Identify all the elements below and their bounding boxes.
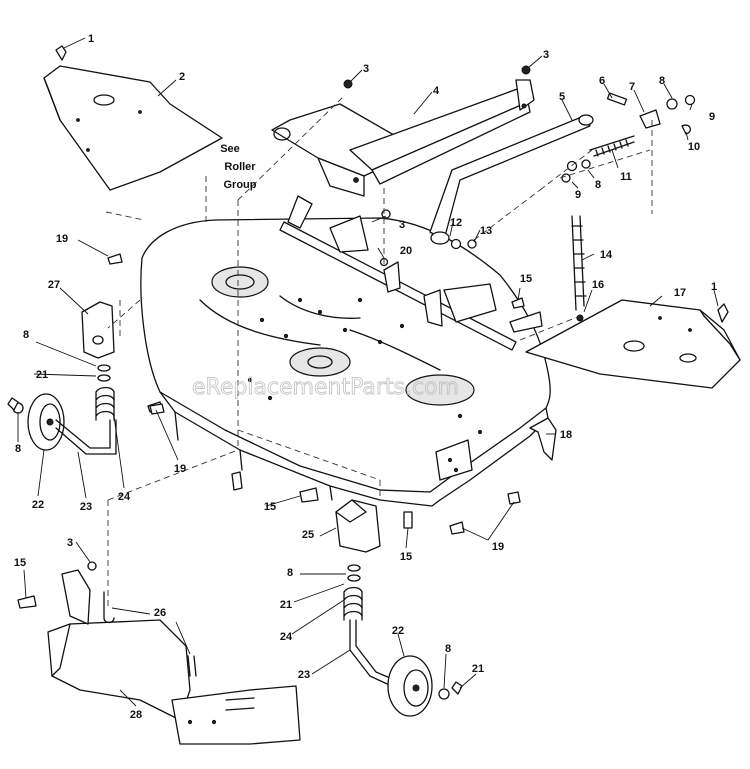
callout-9: 9 (709, 111, 715, 123)
callout-19: 19 (492, 541, 504, 553)
note-line-see: See (220, 143, 240, 155)
callout-8: 8 (445, 643, 451, 655)
callout-19: 19 (174, 463, 186, 475)
deck-fasteners (149, 403, 521, 535)
callout-1: 1 (88, 33, 94, 45)
note-line-group: Group (224, 179, 257, 191)
leader-lines (17, 37, 719, 707)
callout-25: 25 (302, 529, 314, 541)
callout-17: 17 (674, 287, 686, 299)
callout-16: 16 (592, 279, 604, 291)
callout-7: 7 (629, 81, 635, 93)
caster-left (7, 301, 117, 455)
mower-deck (140, 217, 557, 507)
callout-8: 8 (287, 567, 293, 579)
callout-21: 21 (280, 599, 292, 611)
callout-18: 18 (560, 429, 572, 441)
callout-8: 8 (15, 443, 21, 455)
callout-1: 1 (711, 281, 717, 293)
callout-23: 23 (298, 669, 310, 681)
callout-19: 19 (56, 233, 68, 245)
callout-15: 15 (264, 501, 276, 513)
belt-cover-right (525, 299, 741, 389)
callout-9: 9 (575, 189, 581, 201)
callout-26: 26 (154, 607, 166, 619)
callout-22: 22 (32, 499, 44, 511)
callout-22: 22 (392, 625, 404, 637)
callout-10: 10 (688, 141, 700, 153)
callout-labels: 1 2 3 3 4 5 6 7 8 9 10 9 8 11 3 12 13 20… (14, 33, 717, 721)
callout-3: 3 (543, 49, 549, 61)
callout-21: 21 (472, 663, 484, 675)
callout-15: 15 (520, 273, 532, 285)
callout-2: 2 (179, 71, 185, 83)
callout-24: 24 (280, 631, 293, 643)
callout-15: 15 (14, 557, 26, 569)
callout-3: 3 (67, 537, 73, 549)
watermark-text: eReplacementParts.com (192, 375, 459, 400)
callout-11: 11 (620, 171, 632, 183)
callout-27: 27 (48, 279, 60, 291)
note-line-roller: Roller (224, 161, 256, 173)
callout-15: 15 (400, 551, 412, 563)
caster-right (335, 499, 463, 717)
callout-21: 21 (36, 369, 48, 381)
callout-3: 3 (399, 219, 405, 231)
alignment-lines (105, 95, 653, 610)
callout-3: 3 (363, 63, 369, 75)
deck-skirt (17, 561, 301, 745)
callout-28: 28 (130, 709, 142, 721)
callout-5: 5 (559, 91, 565, 103)
callout-23: 23 (80, 501, 92, 513)
callout-6: 6 (599, 75, 605, 87)
callout-14: 14 (600, 249, 613, 261)
callout-24: 24 (118, 491, 131, 503)
lift-arm (429, 114, 594, 245)
callout-8: 8 (595, 179, 601, 191)
callout-20: 20 (400, 245, 412, 257)
callout-13: 13 (480, 225, 492, 237)
callout-8: 8 (23, 329, 29, 341)
roller-rod (279, 195, 543, 351)
callout-4: 4 (433, 85, 440, 97)
callout-8: 8 (659, 75, 665, 87)
callout-12: 12 (450, 217, 462, 229)
hanger-bracket (271, 79, 535, 197)
belt-cover-left (43, 65, 223, 191)
